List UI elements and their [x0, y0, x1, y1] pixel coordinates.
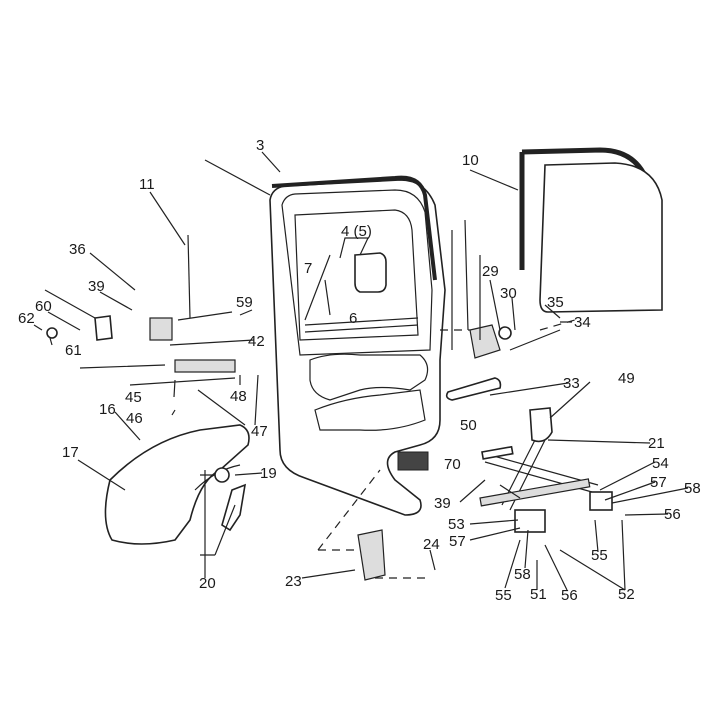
window-glass: [519, 147, 663, 313]
callout: 50: [460, 417, 477, 434]
leader-lines: [33, 151, 689, 591]
latch: [149, 317, 173, 341]
callout: 11: [139, 176, 155, 193]
callout: 10: [462, 152, 479, 169]
callout: 48: [230, 388, 247, 405]
door-trim-panel: [104, 424, 250, 545]
callout: 53: [448, 516, 465, 533]
callout: 56: [561, 587, 578, 604]
callout: 61: [65, 342, 82, 359]
mirror: [354, 252, 387, 293]
callout: 47: [251, 423, 268, 440]
callout: 51: [530, 586, 547, 603]
callout: 56: [664, 506, 681, 523]
check-strap: [445, 377, 502, 401]
callout: 58: [684, 480, 701, 497]
callout: 35: [547, 294, 564, 311]
callout: 70: [444, 456, 461, 473]
callout: 58: [514, 566, 531, 583]
callout: 23: [285, 573, 302, 590]
callout: 57: [449, 533, 466, 550]
callout: 7: [304, 260, 312, 277]
hinge: [469, 324, 501, 359]
callout: 29: [482, 263, 499, 280]
callout: 36: [69, 241, 86, 258]
weatherstrip: [271, 175, 437, 281]
callout: 33: [563, 375, 580, 392]
callout: 4 (5): [341, 223, 372, 240]
callout: 54: [652, 455, 669, 472]
striker-plate: [357, 529, 386, 581]
callout: 57: [650, 474, 667, 491]
bracket: [94, 315, 113, 341]
callout: 6: [349, 310, 357, 327]
callout: 3: [256, 137, 264, 154]
callout: 39: [434, 495, 451, 512]
callout: 39: [88, 278, 105, 295]
label-plate-70: [397, 451, 429, 471]
callout: 49: [618, 370, 635, 387]
callout: 52: [618, 586, 635, 603]
washer: [498, 326, 512, 340]
callout: 17: [62, 444, 79, 461]
door-shell: [269, 179, 446, 516]
callout: 45: [125, 389, 142, 406]
callout: 21: [648, 435, 665, 452]
callout: 20: [199, 575, 216, 592]
inside-handle: [174, 359, 236, 373]
callout: 42: [248, 333, 265, 350]
callout: 34: [574, 314, 591, 331]
callout: 62: [18, 310, 35, 327]
callout: 55: [495, 587, 512, 604]
callout: 24: [423, 536, 440, 553]
callout: 46: [126, 410, 143, 427]
callout: 55: [591, 547, 608, 564]
callout: 19: [260, 465, 277, 482]
callout: 30: [500, 285, 517, 302]
callout: 16: [99, 401, 116, 418]
callout-labels: 3 10 11 36 4 (5) 7 29 30 35 34 59 39 60 …: [18, 137, 701, 604]
callout: 60: [35, 298, 52, 315]
window-regulator: [479, 407, 613, 533]
callout: 59: [236, 294, 253, 311]
